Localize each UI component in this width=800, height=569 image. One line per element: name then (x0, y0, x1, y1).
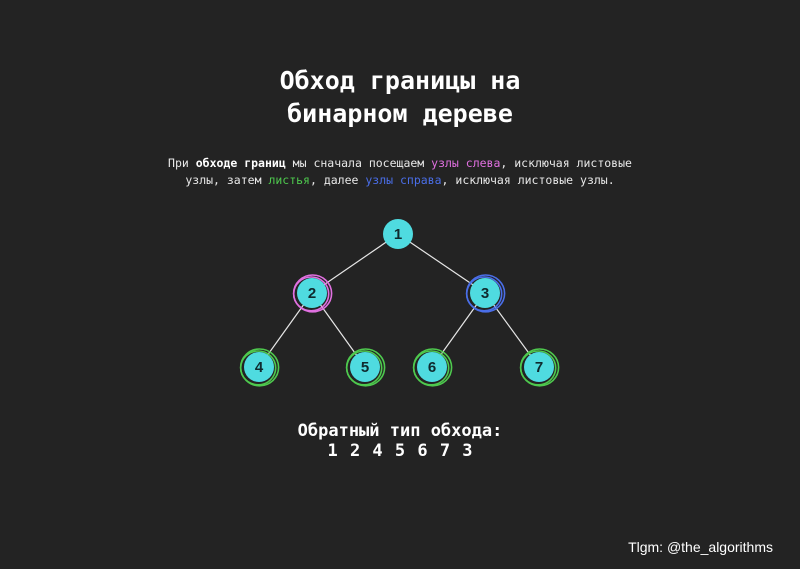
node-highlight-ring (345, 350, 383, 386)
tree-edge (311, 292, 366, 368)
tree-rings (239, 274, 560, 387)
node-highlight-ring (519, 350, 557, 386)
tree-node-7 (524, 352, 554, 382)
tree-node-label: 4 (255, 359, 264, 376)
desc-text-5: , далее (309, 173, 366, 187)
page-title: Обход границы на бинарном дереве (0, 64, 800, 130)
tree-node-1 (383, 219, 413, 249)
desc-left-nodes: узлы слева (431, 156, 501, 170)
desc-text-1: При (168, 156, 196, 170)
tree-node-label: 2 (308, 285, 316, 302)
desc-text-6: , исключая листовые узлы. (441, 173, 615, 187)
tree-node-label: 6 (428, 359, 436, 376)
tree-node-label: 5 (361, 359, 369, 376)
desc-text-3: , исключая листовые (500, 156, 632, 170)
desc-right-nodes: узлы справа (365, 173, 442, 187)
result-sequence: 1 2 4 5 6 7 3 (327, 441, 473, 461)
node-highlight-ring (412, 350, 450, 386)
tree-node-4 (244, 352, 274, 382)
node-highlight-ring (292, 276, 330, 312)
desc-leaves: листья (268, 173, 310, 187)
tree-node-label: 7 (535, 359, 543, 376)
node-highlight-ring (239, 350, 277, 386)
tree-node-2 (297, 278, 327, 308)
desc-text-4: узлы, затем (185, 173, 269, 187)
desc-text-2: мы сначала посещаем (285, 156, 432, 170)
tree-node-6 (417, 352, 447, 382)
description-line-2: узлы, затем листья, далее узлы справа, и… (0, 172, 800, 189)
result-title: Обратный тип обхода: (297, 421, 503, 441)
node-highlight-ring (465, 276, 503, 312)
tree-node-3 (470, 278, 500, 308)
credit-text: Tlgm: @the_algorithms (628, 539, 773, 555)
tree-edge (397, 233, 486, 294)
title-line-2: бинарном дереве (287, 99, 513, 128)
title-line-1: Обход границы на (279, 66, 521, 95)
description-line-1: При обходе границ мы сначала посещаем уз… (0, 155, 800, 172)
tree-edge (311, 233, 399, 294)
description: При обходе границ мы сначала посещаем уз… (0, 155, 800, 189)
desc-bold-term: обходе границ (195, 156, 286, 170)
tree-nodes: 1 2 3 4 5 6 7 (244, 219, 554, 382)
tree-edge (484, 292, 540, 368)
tree-node-label: 3 (481, 285, 489, 302)
tree-node-5 (350, 352, 380, 382)
tree-node-label: 1 (394, 226, 402, 243)
